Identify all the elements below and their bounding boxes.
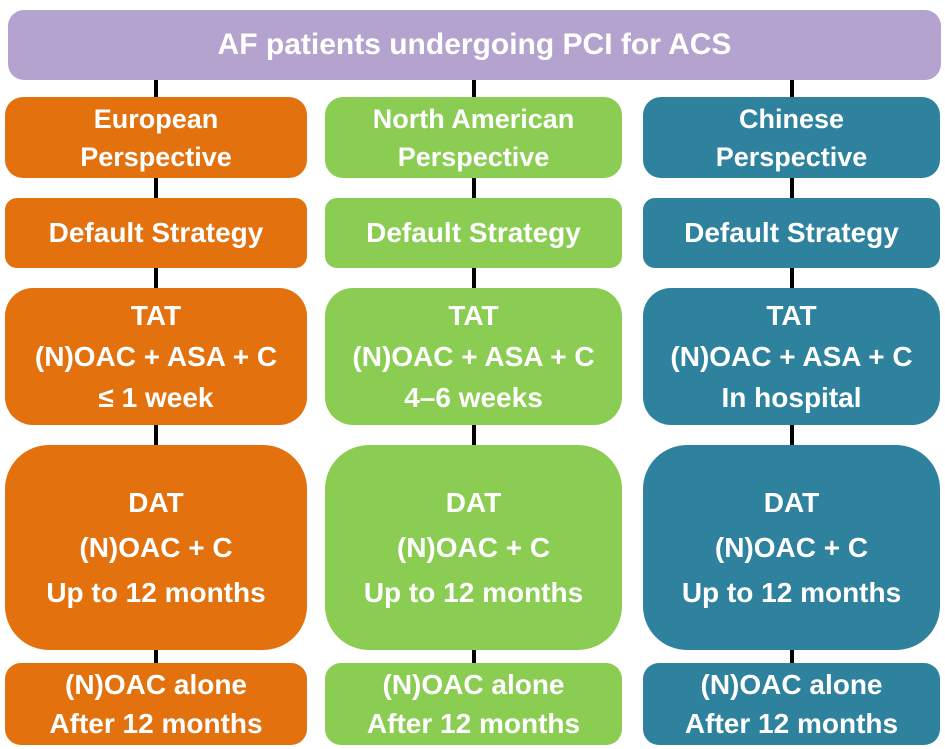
box-line: (N)OAC + ASA + C xyxy=(352,341,595,372)
box-line: TAT xyxy=(766,300,817,331)
box-european-noac-alone: (N)OAC alone After 12 months xyxy=(5,663,307,745)
box-north-american-dat: DAT (N)OAC + C Up to 12 months xyxy=(325,445,622,650)
box-line: DAT xyxy=(128,487,184,518)
box-line: DAT xyxy=(445,487,502,518)
box-line: North American xyxy=(372,103,575,134)
box-north-american-default-strategy: Default Strategy xyxy=(325,198,622,268)
box-line: (N)OAC + C xyxy=(79,532,233,563)
box-line: (N)OAC alone xyxy=(65,669,247,700)
box-line: Perspective xyxy=(80,141,232,172)
box-north-american-tat: TAT (N)OAC + ASA + C 4–6 weeks xyxy=(325,288,622,425)
box-chinese-perspective: Chinese Perspective xyxy=(643,97,940,178)
box-line: Default Strategy xyxy=(684,217,899,248)
box-line: Perspective xyxy=(397,141,550,172)
box-line: European xyxy=(93,103,219,134)
box-line: After 12 months xyxy=(49,708,263,739)
header-box: AF patients undergoing PCI for ACS xyxy=(8,10,941,80)
box-line: Perspective xyxy=(715,141,868,172)
box-line: After 12 months xyxy=(366,708,581,739)
box-line: Default Strategy xyxy=(366,217,581,248)
box-line: TAT xyxy=(448,300,499,331)
box-line: In hospital xyxy=(721,382,862,413)
box-line: Up to 12 months xyxy=(363,577,584,608)
box-line: (N)OAC alone xyxy=(700,669,883,700)
box-chinese-default-strategy: Default Strategy xyxy=(643,198,940,268)
box-european-dat: DAT (N)OAC + C Up to 12 months xyxy=(5,445,307,650)
box-european-default-strategy: Default Strategy xyxy=(5,198,307,268)
box-line: TAT xyxy=(130,300,182,331)
box-chinese-dat: DAT (N)OAC + C Up to 12 months xyxy=(643,445,940,650)
diagram-title: AF patients undergoing PCI for ACS xyxy=(217,28,732,61)
box-line: After 12 months xyxy=(684,708,899,739)
column-european: European Perspective Default Strategy TA… xyxy=(5,80,307,749)
box-european-tat: TAT (N)OAC + ASA + C ≤ 1 week xyxy=(5,288,307,425)
box-line: (N)OAC + C xyxy=(396,532,551,563)
box-line: (N)OAC + ASA + C xyxy=(34,341,278,372)
box-north-american-perspective: North American Perspective xyxy=(325,97,622,178)
box-chinese-noac-alone: (N)OAC alone After 12 months xyxy=(643,663,940,745)
box-line: ≤ 1 week xyxy=(98,382,214,413)
box-line: (N)OAC + C xyxy=(714,532,869,563)
box-line: Chinese xyxy=(738,103,845,134)
box-chinese-tat: TAT (N)OAC + ASA + C In hospital xyxy=(643,288,940,425)
column-chinese: Chinese Perspective Default Strategy TAT… xyxy=(643,80,940,749)
box-line: (N)OAC alone xyxy=(382,669,565,700)
box-line: Up to 12 months xyxy=(46,577,266,608)
box-line: Up to 12 months xyxy=(681,577,902,608)
box-north-american-noac-alone: (N)OAC alone After 12 months xyxy=(325,663,622,745)
box-line: Default Strategy xyxy=(48,217,264,248)
box-line: DAT xyxy=(763,487,820,518)
box-european-perspective: European Perspective xyxy=(5,97,307,178)
box-line: (N)OAC + ASA + C xyxy=(670,341,913,372)
column-north-american: North American Perspective Default Strat… xyxy=(325,80,622,749)
box-line: 4–6 weeks xyxy=(404,382,543,413)
